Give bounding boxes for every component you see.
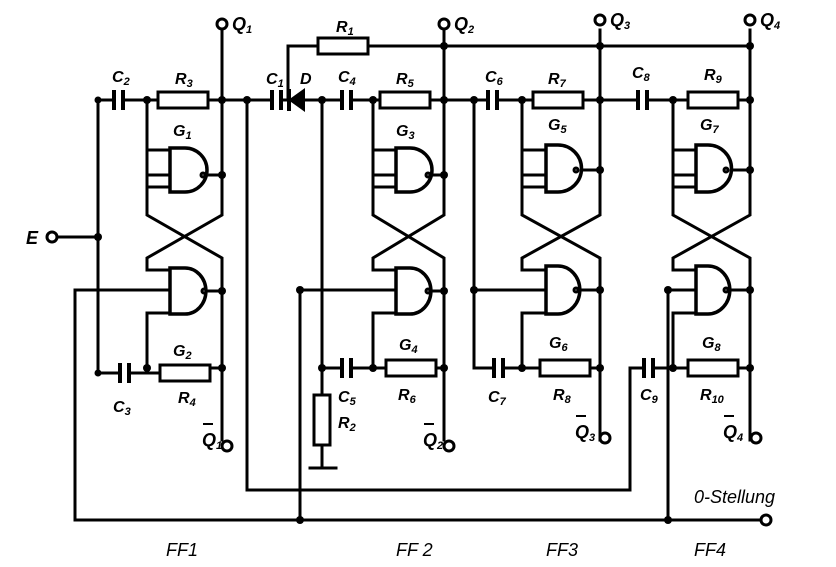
label-r3: R3	[175, 71, 193, 90]
label-ff3: FF3	[546, 540, 578, 560]
label-q3n: Q3	[575, 415, 595, 444]
label-c7: C7	[488, 389, 507, 408]
resistor-r9	[686, 90, 740, 110]
resistor-r6	[384, 358, 438, 378]
label-q1: Q1	[232, 14, 252, 36]
label-r10: R10	[700, 387, 725, 406]
capacitor-c5	[340, 358, 353, 378]
label-r8: R8	[553, 387, 572, 406]
gate-g2	[168, 266, 208, 316]
label-c5: C5	[338, 389, 357, 408]
terminal-reset	[759, 513, 773, 527]
capacitor-c9	[642, 358, 655, 378]
label-g6: G6	[549, 335, 568, 354]
terminals	[45, 13, 773, 527]
label-r1: R1	[336, 19, 354, 38]
label-ff2: FF 2	[396, 540, 433, 560]
label-ff1: FF1	[166, 540, 198, 560]
label-c2: C2	[112, 69, 130, 88]
capacitor-c7	[492, 358, 505, 378]
capacitors	[112, 90, 655, 383]
gate-g6	[544, 264, 582, 316]
label-c1: C1	[266, 71, 284, 90]
terminal-q2n	[442, 439, 456, 453]
nand-gates	[168, 143, 734, 316]
gate-g8	[694, 264, 732, 316]
terminal-q4n	[749, 431, 763, 445]
resistor-r5	[378, 90, 432, 110]
label-c8: C8	[632, 65, 651, 84]
resistor-r1	[316, 36, 370, 56]
capacitor-c2	[112, 90, 125, 110]
gate-g4	[394, 266, 433, 316]
capacitor-c8	[636, 90, 649, 110]
resistor-r7	[531, 90, 585, 110]
label-c4: C4	[338, 69, 356, 88]
capacitor-c1	[270, 90, 283, 110]
label-r6: R6	[398, 387, 417, 406]
label-g2: G2	[173, 343, 192, 362]
terminal-q3n	[598, 431, 612, 445]
svg-text:Q4: Q4	[723, 422, 743, 444]
label-reset: 0-Stellung	[694, 487, 775, 507]
svg-text:Q1: Q1	[202, 430, 222, 452]
label-r5: R5	[396, 71, 415, 90]
label-g1: G1	[173, 123, 192, 142]
svg-text:Q3: Q3	[575, 422, 595, 444]
terminal-e	[45, 230, 59, 244]
terminal-q1	[215, 17, 229, 31]
label-g4: G4	[399, 337, 418, 356]
label-g7: G7	[700, 117, 719, 136]
resistor-r2	[312, 393, 332, 447]
svg-text:Q2: Q2	[423, 430, 443, 452]
label-g3: G3	[396, 123, 415, 142]
label-q4: Q4	[760, 10, 780, 32]
label-c9: C9	[640, 387, 659, 406]
label-q3: Q3	[610, 10, 630, 32]
label-r2: R2	[338, 415, 356, 434]
label-ff4: FF4	[694, 540, 726, 560]
labels: E Q1 Q2 Q3 Q4 Q1 Q2 Q3 Q4 G1 G2 G3 G4 G5…	[26, 10, 780, 560]
gate-g3	[394, 146, 434, 194]
capacitor-c6	[486, 90, 499, 110]
label-r4: R4	[178, 390, 196, 409]
label-q2n: Q2	[423, 423, 443, 452]
label-c6: C6	[485, 69, 504, 88]
label-diode: D	[300, 71, 312, 88]
resistor-r8	[538, 358, 592, 378]
junction-dots	[94, 42, 754, 524]
label-r7: R7	[548, 71, 567, 90]
resistor-r3	[156, 90, 210, 110]
gate-g5	[544, 143, 584, 194]
label-g5: G5	[548, 117, 567, 136]
gate-g7	[694, 143, 734, 194]
label-q1n: Q1	[202, 423, 222, 452]
terminal-q4	[743, 13, 757, 27]
resistor-r4	[158, 363, 212, 383]
diode-d	[287, 88, 305, 112]
resistor-r10	[686, 358, 740, 378]
resistors	[156, 36, 740, 447]
label-e: E	[26, 228, 39, 248]
terminal-q2	[437, 17, 451, 31]
label-r9: R9	[704, 67, 723, 86]
label-q4n: Q4	[723, 415, 743, 444]
gate-g1	[168, 146, 209, 194]
terminal-q1n	[220, 439, 234, 453]
label-g8: G8	[702, 335, 721, 354]
capacitor-c4	[340, 90, 353, 110]
terminal-q3	[593, 13, 607, 27]
capacitor-c3	[118, 363, 131, 383]
label-q2: Q2	[454, 14, 474, 36]
label-c3: C3	[113, 399, 131, 418]
